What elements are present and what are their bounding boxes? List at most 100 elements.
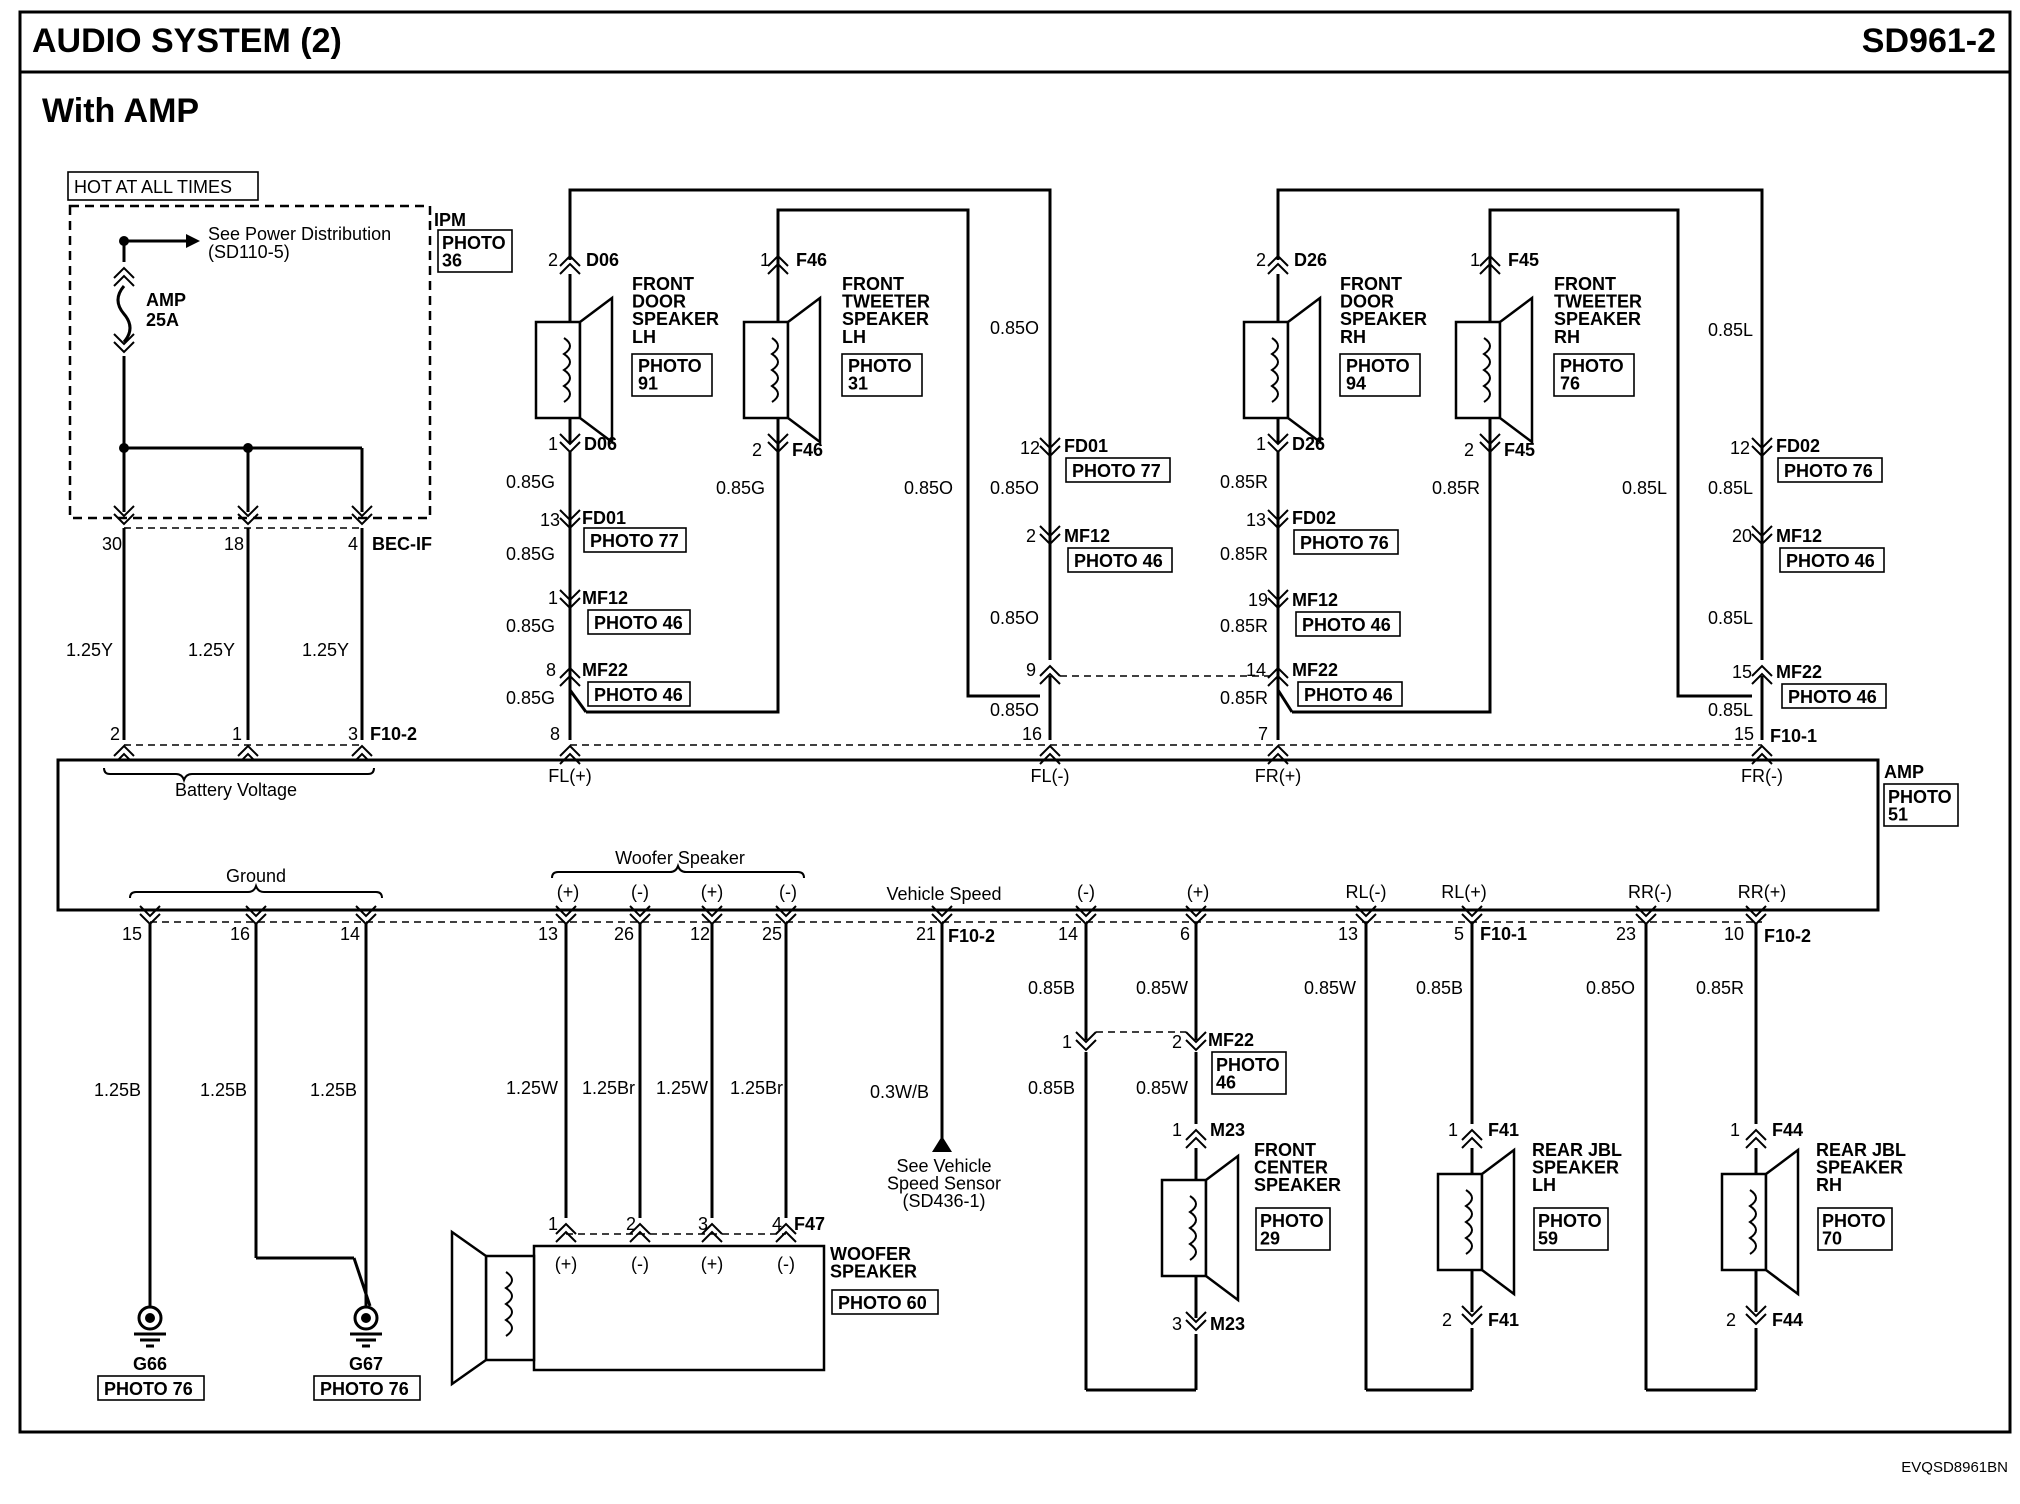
- woofer-wire-2: 1.25Br: [582, 1078, 635, 1098]
- fr-mf12-pin-l: 19: [1248, 590, 1268, 610]
- page-code: SD961-2: [1862, 22, 1996, 60]
- woofer-sign-2: (-): [631, 882, 649, 902]
- fl-fd01-photo-r: PHOTO 77: [1072, 461, 1161, 481]
- hot-at-all-times-label: HOT AT ALL TIMES: [74, 177, 232, 197]
- ipm-wire-3: 1.25Y: [302, 640, 349, 660]
- fl-mf22-photo-tag: [587, 681, 691, 707]
- fuse-name: AMP: [146, 290, 186, 310]
- center-pin-neg: 14: [1058, 924, 1078, 944]
- fuse-rating: 25A: [146, 310, 179, 330]
- amp-label: AMP: [1884, 762, 1924, 782]
- fr-mf12-pin-r: 20: [1732, 526, 1752, 546]
- ground-g66-photo: PHOTO 76: [104, 1379, 193, 1399]
- fl-mf12-photo-r-tag: [1067, 547, 1173, 573]
- rl-pin-pos: 5: [1454, 924, 1464, 944]
- woofer-pin-4: 25: [762, 924, 782, 944]
- fl-pos-pin: 8: [550, 724, 560, 744]
- fl-tweeter-conn-top: F46: [796, 250, 827, 270]
- amp-top-pin-3: 3: [348, 724, 358, 744]
- bottom-connector-b: F10-1: [1480, 924, 1527, 944]
- center-pin-3: 3: [1172, 1314, 1182, 1334]
- fr-tweeter-pin-bottom: 2: [1464, 440, 1474, 460]
- ground-g67-name: G67: [349, 1354, 383, 1374]
- ground-wire-2: 1.25B: [200, 1080, 247, 1100]
- woofer-pin-d: 4: [772, 1214, 782, 1234]
- center-wire-neg: 0.85B: [1028, 978, 1075, 998]
- fr-wire-neg-5: 0.85L: [1708, 700, 1753, 720]
- woofer-pin-1: 13: [538, 924, 558, 944]
- rr-conn-top: F44: [1772, 1120, 1803, 1140]
- fl-mf22-photo: PHOTO 46: [594, 685, 683, 705]
- fr-mf22-photo-r-tag: [1781, 683, 1887, 709]
- ground-wire-3: 1.25B: [310, 1080, 357, 1100]
- fr-wire-pos-1: 0.85R: [1220, 472, 1268, 492]
- fr-mf12-name: MF12: [1292, 590, 1338, 610]
- woofer-wire-3: 1.25W: [656, 1078, 708, 1098]
- page-subtitle: With AMP: [42, 92, 199, 130]
- center-mf22-name: MF22: [1208, 1030, 1254, 1050]
- fr-tweeter-conn-top: F45: [1508, 250, 1539, 270]
- fl-door-photo-tag: [631, 353, 713, 397]
- fr-wire-pos-5: 0.85R: [1220, 688, 1268, 708]
- ground-g67-icon: [348, 1305, 384, 1348]
- fl-mf12-photo-r: PHOTO 46: [1074, 551, 1163, 571]
- rl-photo-tag: [1533, 1207, 1609, 1251]
- ground-g66-photo-tag: [97, 1375, 205, 1401]
- fr-mf12-photo: PHOTO 46: [1302, 615, 1391, 635]
- woofer-sign-1: (+): [557, 882, 580, 902]
- amp-top-connector: F10-2: [370, 724, 417, 744]
- fr-mf22-photo: PHOTO 46: [1304, 685, 1393, 705]
- woofer-term-1: (+): [555, 1254, 578, 1274]
- see-power-distribution-ref: (SD110-5): [208, 242, 290, 262]
- woofer-section: [450, 924, 826, 1387]
- woofer-pin-3: 12: [690, 924, 710, 944]
- fl-wire-pos-1: 0.85G: [506, 472, 555, 492]
- fr-tweeter-pin-top: 1: [1470, 250, 1480, 270]
- arrow-up-icon: [932, 1136, 952, 1152]
- amp-unit: [56, 758, 1880, 912]
- fl-mf12-photo-tag: [587, 609, 691, 635]
- ipm-photo-tag: [437, 229, 513, 273]
- fl-wire-neg-1: 0.85O: [904, 478, 953, 498]
- fr-fd02-name-r: FD02: [1776, 436, 1820, 456]
- rl-pin-neg: 13: [1338, 924, 1358, 944]
- fr-fd02-name: FD02: [1292, 508, 1336, 528]
- fr-tweeter-conn-bottom: F45: [1504, 440, 1535, 460]
- woofer-photo-tag: [831, 1289, 939, 1315]
- fr-pos-pin: 7: [1258, 724, 1268, 744]
- fl-wire-pos-3: 0.85G: [506, 544, 555, 564]
- ground-pin-1: 15: [122, 924, 142, 944]
- fr-neg-pin: 15: [1734, 724, 1754, 744]
- fr-fd02-pin-r: 12: [1730, 438, 1750, 458]
- fl-mf22-name: MF22: [582, 660, 628, 680]
- center-sign-pos: (+): [1187, 882, 1210, 902]
- rl-wire-2: 0.85B: [1416, 978, 1463, 998]
- rl-pin-2: 2: [1442, 1310, 1452, 1330]
- speed-pin: 21: [916, 924, 936, 944]
- fr-fd02-photo: PHOTO 76: [1300, 533, 1389, 553]
- ground-g67-photo: PHOTO 76: [320, 1379, 409, 1399]
- fr-mf22-pin-r: 15: [1732, 662, 1752, 682]
- fl-door-conn-bottom: D06: [584, 434, 617, 454]
- front-right-section: [1242, 188, 1773, 740]
- center-mf22-photo-tag: [1211, 1051, 1287, 1095]
- see-power-distribution: See Power Distribution: [208, 224, 391, 244]
- amp-top-pin-1: 1: [232, 724, 242, 744]
- fl-mf22-pin-l: 8: [546, 660, 556, 680]
- fr-wire-pos-2: 0.85R: [1432, 478, 1480, 498]
- fr-fd02-pin-l: 13: [1246, 510, 1266, 530]
- arrow-right-icon: [186, 234, 200, 248]
- fr-wire-neg-2: 0.85L: [1708, 320, 1753, 340]
- fr-wire-neg-3: 0.85L: [1708, 478, 1753, 498]
- fr-mf22-photo-tag: [1297, 681, 1403, 707]
- fl-mf12-pin-l: 1: [548, 588, 558, 608]
